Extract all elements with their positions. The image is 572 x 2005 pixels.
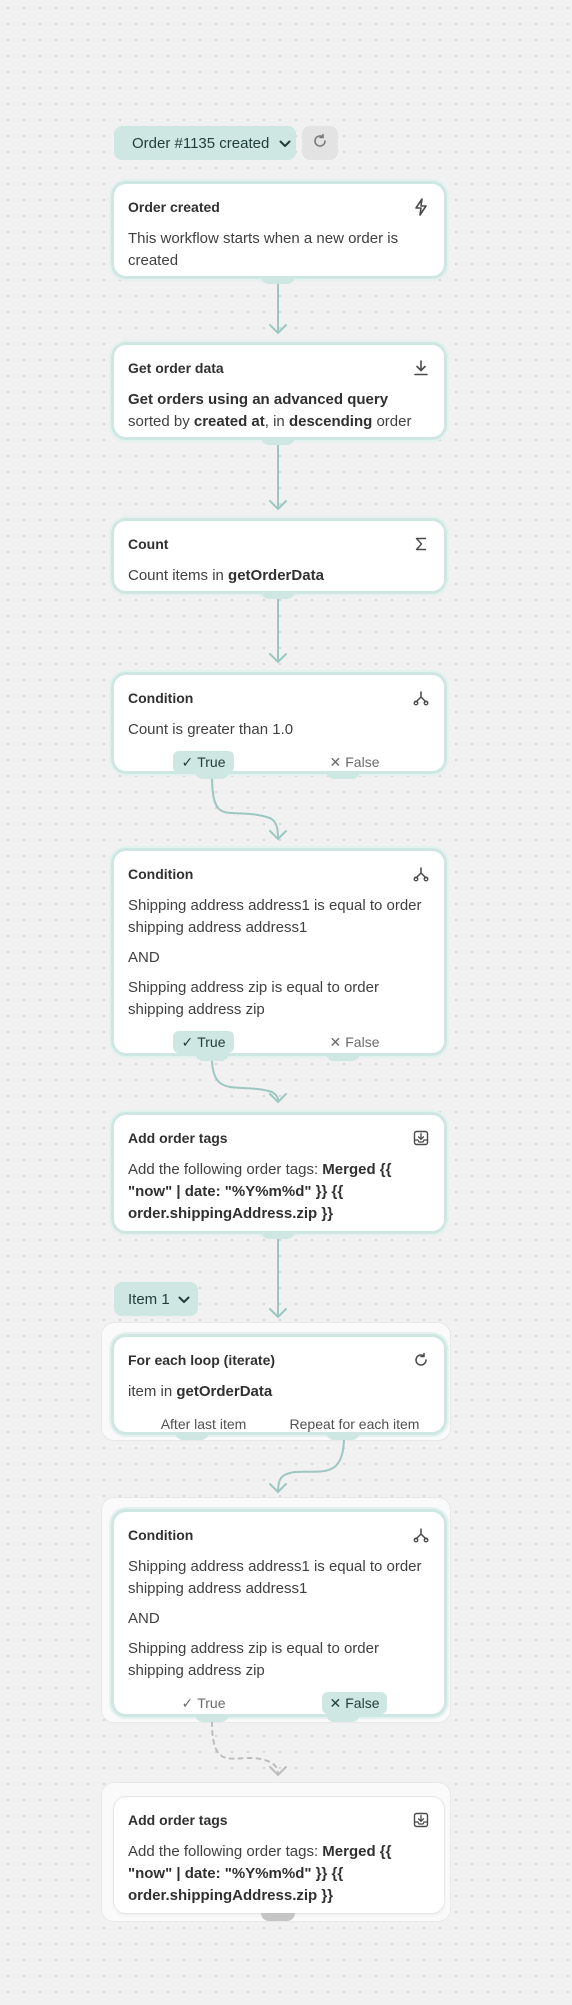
card-title: Condition	[128, 690, 194, 706]
branch-icon	[412, 865, 430, 883]
after-last-item-branch[interactable]: After last item	[160, 1416, 247, 1432]
get-order-data-card[interactable]: Get order data Get orders using an advan…	[114, 345, 444, 437]
connector-4	[211, 775, 287, 841]
card-title: Get order data	[128, 360, 224, 376]
add-order-tags-card[interactable]: Add order tags Add the following order t…	[114, 1115, 444, 1231]
false-branch[interactable]: ✕False	[321, 1692, 388, 1714]
card-description: item in getOrderData	[128, 1383, 273, 1400]
card-description: Count items in getOrderData	[128, 567, 324, 584]
repeat-handle[interactable]	[326, 1432, 360, 1440]
card-description: Get orders using an advanced query sorte…	[128, 391, 412, 430]
true-branch[interactable]: ✓True	[173, 1031, 234, 1053]
iteration-selector[interactable]: Item 1	[114, 1282, 198, 1316]
output-handle[interactable]	[261, 437, 295, 445]
download-icon	[412, 359, 430, 377]
true-handle[interactable]	[195, 1714, 229, 1722]
true-branch[interactable]: ✓True	[181, 1694, 226, 1712]
add-order-tags-card[interactable]: Add order tags Add the following order t…	[102, 1783, 450, 1921]
condition-card[interactable]: Condition Shipping address address1 is e…	[102, 1498, 450, 1722]
connector-8-inactive	[211, 1721, 279, 1775]
x-icon: ✕	[329, 1694, 342, 1711]
card-title: Condition	[128, 866, 194, 882]
connector-1	[269, 281, 287, 335]
connector-2	[269, 442, 287, 511]
true-handle[interactable]	[195, 771, 229, 779]
true-branch[interactable]: ✓True	[173, 751, 234, 773]
card-title: Order created	[128, 199, 220, 215]
card-description: Add the following order tags: Merged {{ …	[128, 1843, 392, 1904]
true-handle[interactable]	[195, 1053, 229, 1061]
connector-6	[269, 1230, 287, 1319]
output-handle[interactable]	[261, 1231, 295, 1239]
branch-icon	[412, 689, 430, 707]
false-branch[interactable]: ✕False	[329, 753, 380, 771]
condition-card[interactable]: Condition Shipping address address1 is e…	[114, 851, 444, 1053]
false-branch[interactable]: ✕False	[329, 1033, 380, 1051]
repeat-for-each-branch[interactable]: Repeat for each item	[289, 1416, 420, 1432]
trigger-selector[interactable]: Order #1135 created	[114, 126, 296, 160]
order-created-card[interactable]: Order created This workflow starts when …	[114, 184, 444, 276]
connector-7	[269, 1436, 345, 1494]
card-title: Add order tags	[128, 1812, 228, 1828]
card-description: This workflow starts when a new order is…	[128, 230, 399, 269]
x-icon: ✕	[329, 1033, 342, 1050]
lightning-icon	[412, 198, 430, 216]
check-icon: ✓	[181, 1694, 194, 1711]
output-handle[interactable]	[261, 1913, 295, 1921]
card-title: Add order tags	[128, 1130, 228, 1146]
card-title: Condition	[128, 1527, 194, 1543]
iteration-label: Item 1	[128, 1290, 170, 1308]
chevron-down-icon	[178, 1291, 190, 1308]
card-title: Count	[128, 536, 169, 552]
output-handle[interactable]	[261, 276, 295, 284]
false-handle[interactable]	[326, 771, 360, 779]
refresh-button[interactable]	[302, 126, 338, 160]
false-handle[interactable]	[326, 1053, 360, 1061]
card-description: Add the following order tags: Merged {{ …	[128, 1161, 392, 1222]
false-handle[interactable]	[326, 1714, 360, 1722]
count-card[interactable]: Count Count items in getOrderData	[114, 521, 444, 591]
inbox-download-icon	[412, 1129, 430, 1147]
trigger-label: Order #1135 created	[132, 134, 270, 152]
loop-icon	[412, 1351, 430, 1369]
card-description: Shipping address address1 is equal to or…	[128, 1558, 422, 1679]
inbox-download-icon	[412, 1811, 430, 1829]
card-description: Shipping address address1 is equal to or…	[128, 897, 422, 1018]
condition-card[interactable]: Condition Count is greater than 1.0 ✓Tru…	[114, 675, 444, 773]
connector-3	[269, 595, 287, 664]
for-each-loop-card[interactable]: For each loop (iterate) item in getOrder…	[102, 1323, 450, 1440]
branch-icon	[412, 1526, 430, 1544]
sigma-icon	[412, 535, 430, 553]
card-title: For each loop (iterate)	[128, 1352, 276, 1368]
chevron-down-icon	[279, 135, 291, 152]
check-icon: ✓	[181, 1033, 194, 1050]
connector-5	[211, 1057, 287, 1104]
after-handle[interactable]	[175, 1432, 209, 1440]
output-handle[interactable]	[261, 591, 295, 599]
check-icon: ✓	[181, 753, 194, 770]
card-description: Count is greater than 1.0	[128, 721, 294, 738]
x-icon: ✕	[329, 753, 342, 770]
refresh-icon	[312, 133, 328, 154]
